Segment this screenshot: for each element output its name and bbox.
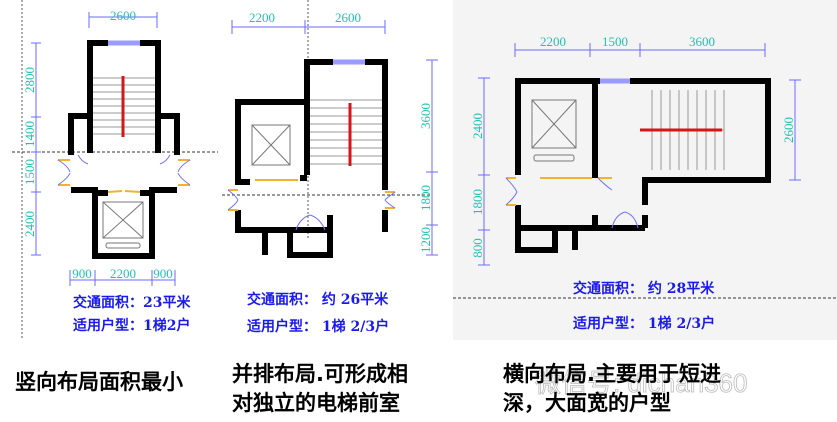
dim-label: 1500 — [22, 159, 37, 185]
dim-label: 2600 — [335, 10, 361, 25]
unit-type-label: 适用户型： 1梯 2/3户 — [573, 315, 715, 332]
dimension-line — [31, 12, 176, 286]
walls — [515, 78, 771, 253]
dim-label: 3600 — [689, 34, 715, 49]
caption-line: 对独立的电梯前室 — [232, 391, 400, 415]
dim-label: 2200 — [249, 10, 275, 25]
panel-vertical-layout: 2600 2800 1400 1500 2400 900 2200 900 — [12, 0, 218, 340]
dim-label: 2600 — [781, 117, 796, 143]
dim-label: 1500 — [602, 34, 628, 49]
traffic-area-label: 交通面积： 约 26平米 — [247, 291, 389, 308]
walls — [68, 40, 180, 259]
caption-parallel-layout: 并排布局.可形成相 对独立的电梯前室 — [232, 360, 408, 418]
dim-label: 2400 — [470, 113, 485, 139]
doors — [58, 159, 190, 193]
dim-label: 2200 — [110, 266, 136, 281]
elevator — [251, 124, 291, 166]
caption-line: 竖向布局面积最小 — [15, 370, 183, 394]
caption-horizontal-layout: 横向布局.主要用于短进 深，大面宽的户型 — [503, 360, 721, 418]
caption-line: 横向布局.主要用于短进 — [503, 362, 721, 386]
doors — [506, 177, 612, 206]
panel-parallel-layout: 2200 2600 3600 1800 1200 交通面积： 约 26平 — [222, 0, 438, 335]
dim-label: 3600 — [418, 103, 433, 129]
dim-label: 1200 — [418, 227, 433, 253]
traffic-area-label: 交通面积： 约 28平米 — [573, 280, 715, 297]
walls — [235, 59, 388, 258]
dim-label: 2600 — [110, 8, 136, 23]
elevator — [102, 201, 144, 249]
dimension-line — [231, 20, 438, 256]
dim-label: 1800 — [470, 189, 485, 215]
dim-label: 2800 — [22, 67, 37, 93]
dim-label: 2400 — [22, 211, 37, 237]
dim-label: 1800 — [418, 185, 433, 211]
door-swings — [505, 177, 639, 229]
dimension-line — [478, 43, 801, 266]
doors — [228, 179, 395, 211]
dim-label: 900 — [153, 266, 173, 281]
caption-line: 深，大面宽的户型 — [503, 391, 671, 415]
dim-label: 2200 — [540, 34, 566, 49]
door-swings — [57, 154, 191, 186]
dim-label: 1400 — [22, 121, 37, 147]
dim-label: 900 — [72, 266, 92, 281]
panel-horizontal-layout: 2200 1500 3600 2400 1800 800 2600 — [453, 34, 837, 332]
unit-type-label: 适用户型： 1梯 2/3户 — [247, 318, 389, 335]
elevator — [531, 99, 577, 162]
caption-line: 并排布局.可形成相 — [232, 362, 408, 386]
watermark: 微信号: dichan360 — [535, 368, 747, 398]
unit-type-label: 适用户型：1梯2户 — [73, 317, 190, 334]
dim-label: 800 — [470, 238, 485, 258]
stair-treads — [310, 99, 382, 165]
caption-vertical-layout: 竖向布局面积最小 — [15, 368, 183, 397]
traffic-area-label: 交通面积：23平米 — [73, 294, 191, 311]
door-swings — [227, 189, 396, 231]
